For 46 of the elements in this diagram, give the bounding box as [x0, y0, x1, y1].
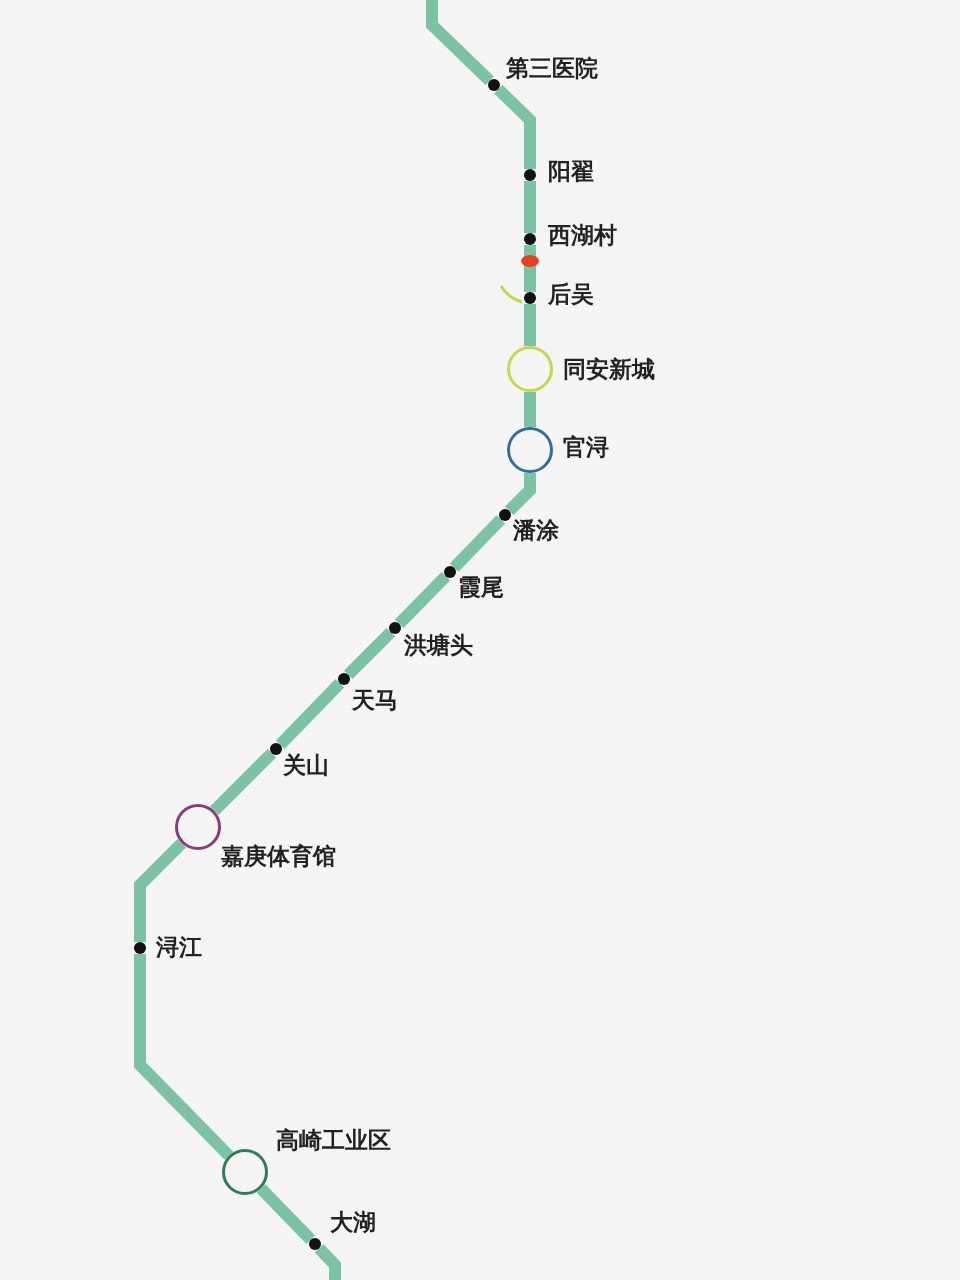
interchange-station [175, 804, 336, 870]
metro-line-segment [394, 572, 451, 628]
metro-line-segment [314, 1244, 341, 1280]
station-name: 嘉庚体育馆 [221, 842, 336, 870]
station-name: 大湖 [330, 1208, 376, 1236]
metro-line-segment [134, 839, 186, 942]
metro-line-segment [449, 515, 506, 572]
station [524, 221, 617, 249]
station [338, 673, 398, 714]
station [134, 933, 202, 961]
station [524, 280, 594, 308]
station-name: 阳翟 [548, 157, 594, 185]
metro-line-segment [524, 245, 536, 292]
interchange-station [507, 346, 655, 392]
station-name: 洪塘头 [404, 631, 473, 659]
station [270, 743, 329, 779]
station [444, 566, 504, 601]
station-name: 西湖村 [548, 221, 617, 249]
metro-line-segment [210, 748, 277, 815]
metro-line-segment [256, 1184, 316, 1244]
station [499, 509, 559, 544]
metro-line-segment [134, 954, 234, 1160]
interchange-station [507, 427, 609, 473]
station-name: 天马 [352, 686, 398, 714]
station-name: 霞尾 [458, 573, 504, 601]
metro-line-segment [524, 181, 536, 233]
station-name: 第三医院 [506, 54, 598, 82]
station-name: 潘涂 [513, 516, 559, 544]
station-name: 关山 [283, 751, 329, 779]
station-name: 官浔 [563, 433, 609, 461]
station-name: 同安新城 [563, 355, 655, 383]
station-name: 后吴 [548, 280, 594, 308]
station [309, 1208, 376, 1250]
metro-line-segment [275, 679, 345, 749]
metro-line-segment [504, 473, 536, 516]
station-name: 浔江 [156, 933, 202, 961]
metro-line-segment [343, 627, 396, 680]
metro-line-segment [494, 84, 536, 169]
metro-line-segment [524, 304, 536, 346]
metro-line-segment [524, 392, 536, 427]
station [524, 157, 594, 185]
interchange-station [222, 1126, 391, 1195]
station [389, 622, 473, 659]
metro-line-segment [426, 0, 494, 86]
station-name: 高崎工业区 [276, 1126, 391, 1154]
station [488, 54, 598, 91]
